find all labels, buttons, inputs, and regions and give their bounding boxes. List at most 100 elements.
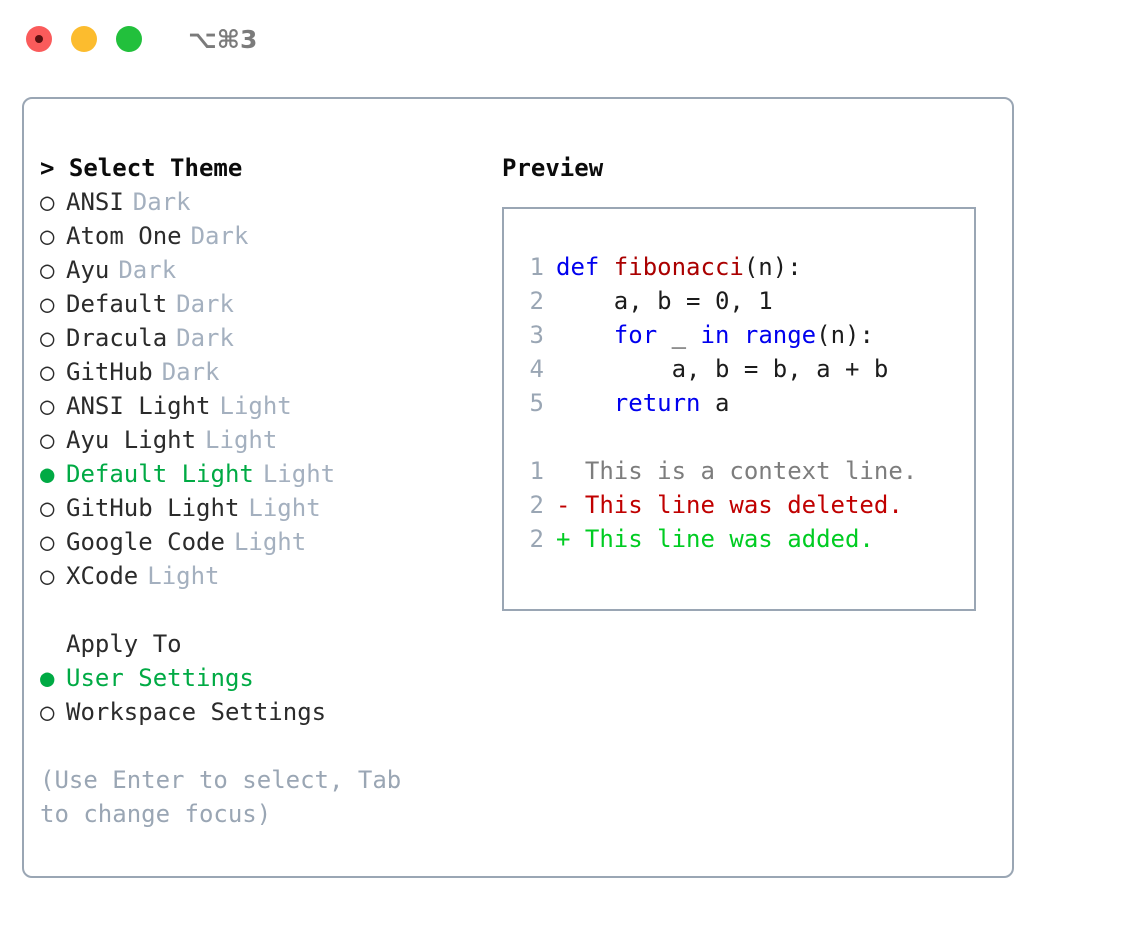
theme-option-dracula[interactable]: ○ Dracula Dark xyxy=(40,321,480,355)
code-token-pl xyxy=(556,321,614,349)
keyboard-hint-text: (Use Enter to select, Tab to change focu… xyxy=(40,766,416,828)
code-line: 5 return a xyxy=(518,386,968,420)
apply-to-option-user-settings[interactable]: ● User Settings xyxy=(40,661,480,695)
diff-line-text: + This line was added. xyxy=(556,525,874,553)
theme-option-variant-tag: Light xyxy=(248,494,321,522)
code-line-text: a, b = 0, 1 xyxy=(556,284,773,318)
theme-option-variant-tag: Dark xyxy=(176,324,234,352)
theme-option-label: Dracula xyxy=(66,324,168,352)
theme-option-variant-tag: Dark xyxy=(176,290,234,318)
radio-unselected-icon: ○ xyxy=(40,188,55,216)
section-spacer xyxy=(40,593,480,627)
traffic-lights xyxy=(26,26,142,52)
code-token-kw: range xyxy=(743,321,817,349)
radio-unselected-icon: ○ xyxy=(40,256,55,284)
theme-option-label: ANSI xyxy=(66,188,124,216)
code-token-pl: _ xyxy=(657,321,701,349)
theme-option-ansi[interactable]: ○ ANSI Dark xyxy=(40,185,480,219)
apply-to-option-label: User Settings xyxy=(66,664,254,692)
radio-unselected-icon: ○ xyxy=(40,290,55,318)
code-line: 4 a, b = b, a + b xyxy=(518,352,968,386)
theme-option-label: Ayu xyxy=(66,256,110,284)
code-token-fn: fibonacci xyxy=(613,253,744,281)
maximize-button[interactable] xyxy=(116,26,142,52)
window-title-bar: ⌥⌘3 xyxy=(0,0,1140,78)
code-token-kw: for xyxy=(613,321,658,349)
diff-line-number: 2 xyxy=(529,525,544,553)
code-line: 3 for _ in range(n): xyxy=(518,318,968,352)
theme-option-label: Atom One xyxy=(66,222,182,250)
diff-line-number: 1 xyxy=(529,457,544,485)
code-line-number: 4 xyxy=(529,355,544,383)
minimize-button[interactable] xyxy=(71,26,97,52)
theme-option-variant-tag: Light xyxy=(219,392,292,420)
theme-option-label: GitHub Light xyxy=(66,494,240,522)
diff-line-text: - This line was deleted. xyxy=(556,491,903,519)
code-line-text: return a xyxy=(556,386,730,420)
theme-option-label: Default Light xyxy=(66,460,254,488)
radio-selected-icon: ● xyxy=(40,664,55,692)
radio-unselected-icon: ○ xyxy=(40,426,55,454)
code-token-pl: (n): xyxy=(743,253,802,281)
close-button[interactable] xyxy=(26,26,52,52)
theme-option-label: Google Code xyxy=(66,528,225,556)
radio-unselected-icon: ○ xyxy=(40,698,55,726)
theme-option-label: ANSI Light xyxy=(66,392,211,420)
preview-heading: Preview xyxy=(502,154,604,182)
code-line-text: for _ in range(n): xyxy=(556,318,874,352)
diff-line-del: 2 - This line was deleted. xyxy=(518,488,968,522)
select-theme-heading: > Select Theme xyxy=(40,154,243,182)
radio-unselected-icon: ○ xyxy=(40,222,55,250)
code-line-text: a, b = b, a + b xyxy=(556,352,889,386)
apply-to-option-workspace-settings[interactable]: ○Workspace Settings xyxy=(40,695,480,729)
theme-option-variant-tag: Light xyxy=(262,460,336,488)
theme-option-ansi-light[interactable]: ○ ANSI Light Light xyxy=(40,389,480,423)
theme-option-variant-tag: Dark xyxy=(132,188,191,216)
code-line-text: def fibonacci(n): xyxy=(556,250,802,284)
code-line: 2 a, b = 0, 1 xyxy=(518,284,968,318)
radio-unselected-icon: ○ xyxy=(40,562,55,590)
radio-unselected-icon: ○ xyxy=(40,358,55,386)
theme-option-xcode[interactable]: ○ XCode Light xyxy=(40,559,480,593)
theme-option-default-light[interactable]: ● Default Light Light xyxy=(40,457,480,491)
theme-option-variant-tag: Light xyxy=(147,562,220,590)
theme-option-github-light[interactable]: ○ GitHub Light Light xyxy=(40,491,480,525)
theme-option-atom-one[interactable]: ○ Atom One Dark xyxy=(40,219,480,253)
code-line: 1 def fibonacci(n): xyxy=(518,250,968,284)
code-line-number: 1 xyxy=(529,253,544,281)
code-token-pl: a xyxy=(700,389,730,417)
apply-to-list[interactable]: ● User Settings ○Workspace Settings xyxy=(40,661,480,729)
code-token-pl xyxy=(729,321,743,349)
code-token-pl: a, b = 0, 1 xyxy=(556,287,773,315)
code-line-number: 2 xyxy=(529,287,544,315)
radio-unselected-icon: ○ xyxy=(40,392,55,420)
code-token-kw: def xyxy=(556,253,614,281)
radio-unselected-icon: ○ xyxy=(40,528,55,556)
theme-option-label: Ayu Light xyxy=(66,426,197,454)
code-blank-line xyxy=(518,420,968,454)
apply-to-heading: Apply To xyxy=(66,630,182,658)
code-line-number: 5 xyxy=(529,389,544,417)
code-token-pl: (n): xyxy=(816,321,874,349)
radio-selected-icon: ● xyxy=(40,460,55,488)
diff-sample-block: 1 This is a context line. 2 - This line wa… xyxy=(518,454,968,556)
code-token-kw: in xyxy=(700,321,730,349)
diff-line-text: This is a context line. xyxy=(556,457,918,485)
radio-unselected-icon: ○ xyxy=(40,324,55,352)
theme-option-variant-tag: Dark xyxy=(190,222,249,250)
radio-unselected-icon: ○ xyxy=(40,494,55,522)
diff-line-add: 2 + This line was added. xyxy=(518,522,968,556)
diff-line-ctx: 1 This is a context line. xyxy=(518,454,968,488)
diff-line-number: 2 xyxy=(529,491,544,519)
theme-option-label: XCode xyxy=(66,562,139,590)
